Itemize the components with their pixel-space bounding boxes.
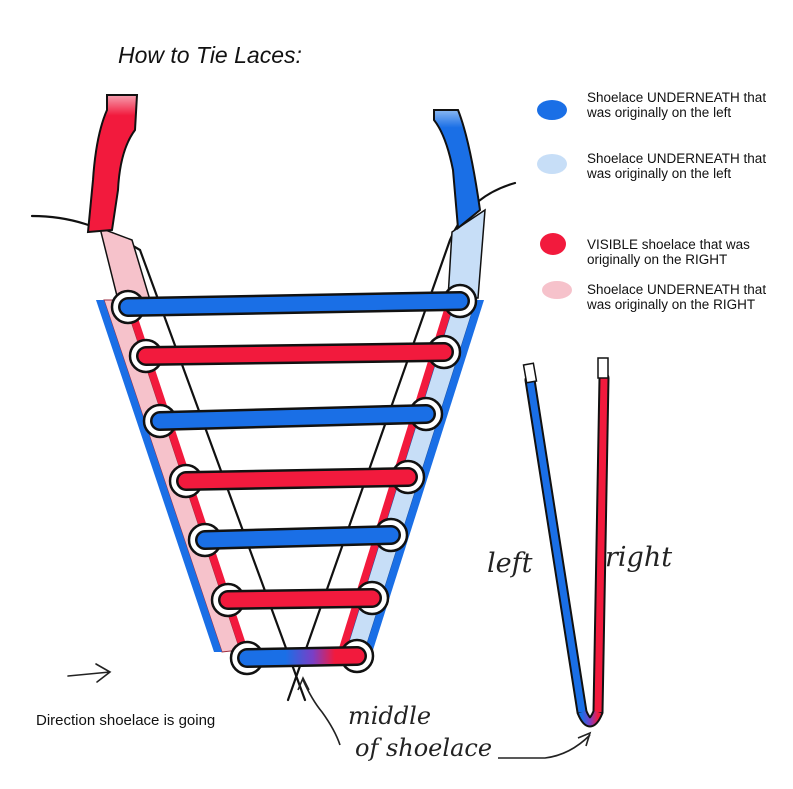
shoe-outline — [30, 181, 517, 702]
right-arrow-icon — [67, 663, 112, 683]
left-label: left — [487, 548, 533, 579]
lace-bar — [138, 344, 452, 364]
pink-blob — [542, 281, 572, 299]
lace-bar — [197, 527, 399, 548]
middle-label-line2: of shoelace — [355, 734, 493, 762]
legend-item-red-text: VISIBLE shoelace that was originally on … — [587, 237, 750, 267]
middle-pointer-arrow — [302, 679, 341, 746]
legend-item-pink-text: Shoelace UNDERNEATH that was originally … — [587, 282, 767, 312]
bottom-pointer-arrow — [497, 734, 591, 759]
blue-blob — [537, 100, 567, 120]
lace-bar — [239, 648, 365, 666]
single-lace — [522, 357, 610, 728]
middle-label-line1: middle — [348, 702, 432, 730]
lace-bar — [178, 469, 416, 489]
light-blue-blob — [537, 154, 567, 174]
legend-item-light-blue-text: Shoelace UNDERNEATH that was originally … — [587, 151, 767, 181]
lace-bar — [152, 406, 434, 429]
lace-bars — [118, 291, 470, 668]
lace-bar — [220, 590, 380, 608]
top-lace-ends — [86, 94, 482, 234]
right-label: right — [605, 542, 673, 573]
page-title: How to Tie Laces: — [118, 42, 302, 68]
direction-label: Direction shoelace is going — [36, 712, 216, 729]
lace-bar — [120, 293, 468, 315]
red-blob — [540, 233, 566, 255]
right-side-strips — [339, 208, 486, 651]
legend-swatches — [537, 100, 572, 299]
legend-item-blue-text: Shoelace UNDERNEATH that was originally … — [587, 90, 767, 120]
